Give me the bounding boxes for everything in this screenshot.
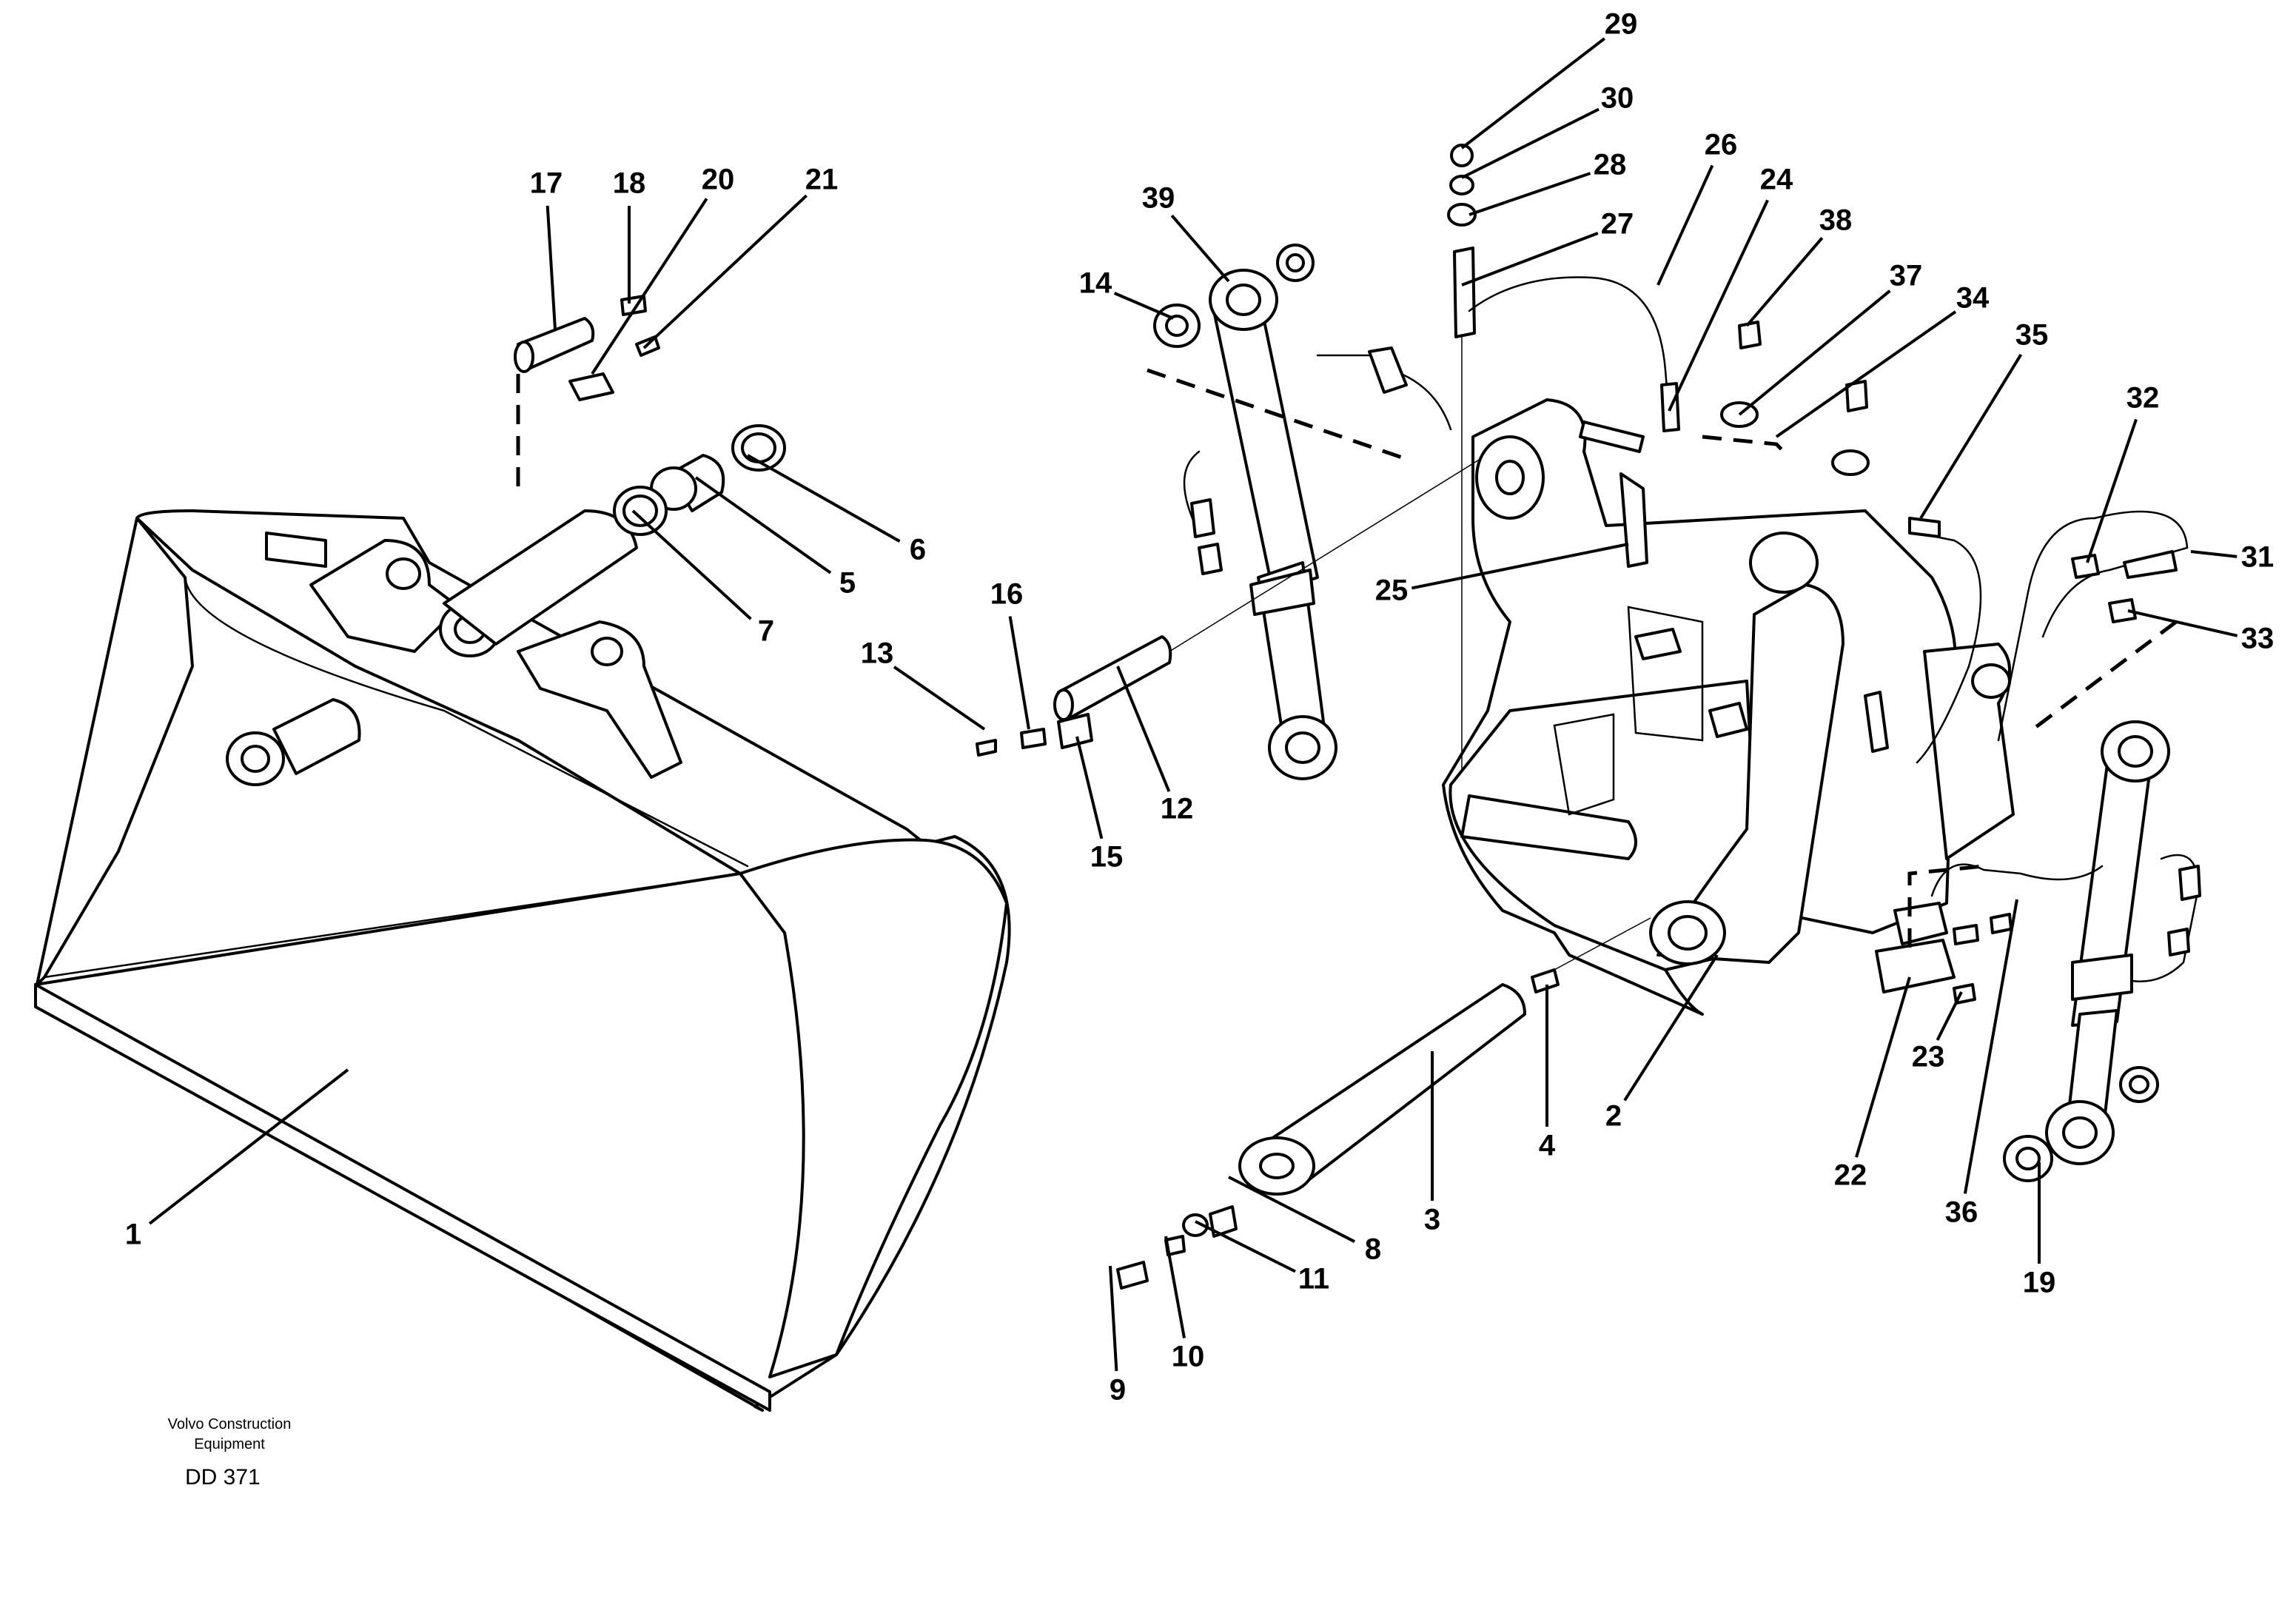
leader-line-6 — [747, 454, 901, 543]
callout-1: 1 — [125, 1219, 141, 1251]
callout-9: 9 — [1110, 1374, 1126, 1407]
leader-line-10 — [1164, 1236, 1186, 1338]
leader-line-31 — [2190, 550, 2238, 558]
bucket — [34, 509, 1011, 1412]
callout-32: 32 — [2127, 382, 2160, 415]
leader-line-23 — [1936, 991, 1963, 1041]
company-name-line2: Equipment — [194, 1436, 265, 1452]
bushing-set-5-6-7 — [613, 424, 786, 536]
leader-line-39 — [1170, 214, 1230, 283]
callout-23: 23 — [1912, 1041, 1945, 1073]
footer-caption: Volvo Construction Equipment DD 371 — [168, 1416, 292, 1489]
callout-6: 6 — [910, 534, 926, 566]
leader-line-17 — [546, 205, 557, 330]
leader-line-20 — [591, 198, 708, 375]
leader-line-13 — [893, 666, 986, 731]
callout-33: 33 — [2241, 623, 2275, 655]
callout-21: 21 — [805, 164, 839, 196]
callout-16: 16 — [990, 578, 1024, 611]
callout-24: 24 — [1760, 164, 1793, 196]
callout-10: 10 — [1172, 1341, 1205, 1373]
callout-18: 18 — [613, 167, 646, 200]
leader-line-9 — [1109, 1265, 1118, 1372]
callout-37: 37 — [1890, 260, 1923, 292]
drawing-code: DD 371 — [185, 1465, 261, 1489]
leader-line-11 — [1195, 1220, 1296, 1273]
leader-line-5 — [694, 476, 832, 574]
callout-8: 8 — [1365, 1233, 1381, 1266]
leader-line-29 — [1460, 37, 1606, 150]
company-name-line1: Volvo Construction — [168, 1416, 292, 1432]
leader-line-35 — [1919, 353, 2023, 520]
leader-line-36 — [1963, 899, 2018, 1194]
callout-30: 30 — [1601, 82, 1634, 115]
callout-17: 17 — [530, 167, 563, 200]
leader-line-33 — [2127, 609, 2238, 637]
callout-leader-lines — [148, 37, 2238, 1372]
callout-25: 25 — [1375, 574, 1409, 607]
callout-3: 3 — [1424, 1204, 1440, 1236]
callout-35: 35 — [2015, 319, 2049, 352]
leader-line-21 — [642, 194, 808, 349]
leader-line-16 — [1008, 616, 1030, 730]
leader-line-2 — [1623, 954, 1719, 1102]
callout-12: 12 — [1161, 793, 1194, 825]
leader-line-26 — [1656, 164, 1714, 286]
leader-line-15 — [1075, 736, 1104, 839]
leader-line-37 — [1738, 289, 1891, 416]
callout-38: 38 — [1819, 204, 1853, 237]
leader-line-32 — [2086, 418, 2138, 563]
leader-line-28 — [1468, 172, 1591, 216]
leader-line-8 — [1228, 1176, 1356, 1243]
leader-line-7 — [631, 509, 752, 620]
callout-31: 31 — [2241, 541, 2275, 574]
leader-line-38 — [1745, 236, 1824, 327]
leader-line-34 — [1775, 310, 1957, 438]
callout-22: 22 — [1834, 1159, 1867, 1192]
quick-coupler — [1442, 398, 2015, 1016]
callout-19: 19 — [2023, 1267, 2056, 1299]
callout-36: 36 — [1945, 1196, 1978, 1229]
pin-12 — [976, 458, 1481, 757]
leader-line-22 — [1855, 976, 1911, 1158]
hydraulic-cylinder-right — [2003, 620, 2178, 1182]
callout-5: 5 — [839, 567, 856, 600]
pin-17-assembly — [514, 295, 660, 489]
callout-11: 11 — [1298, 1263, 1329, 1296]
callout-28: 28 — [1594, 149, 1627, 181]
callout-4: 4 — [1539, 1130, 1556, 1162]
callout-14: 14 — [1079, 267, 1112, 300]
callout-2: 2 — [1605, 1100, 1622, 1133]
leader-line-1 — [148, 1068, 349, 1225]
pin-3 — [1116, 917, 1651, 1290]
leader-line-30 — [1461, 107, 1600, 179]
callout-39: 39 — [1142, 182, 1175, 215]
callout-20: 20 — [702, 164, 735, 196]
callout-26: 26 — [1705, 129, 1738, 161]
callout-13: 13 — [861, 637, 894, 670]
callout-34: 34 — [1956, 282, 1990, 315]
leader-line-24 — [1668, 199, 1769, 412]
callout-29: 29 — [1605, 8, 1638, 41]
leader-line-12 — [1116, 666, 1171, 792]
hydraulic-cylinder-39 — [1147, 244, 1407, 780]
callout-7: 7 — [758, 615, 774, 648]
callout-27: 27 — [1601, 208, 1634, 241]
callout-15: 15 — [1090, 841, 1124, 874]
leader-line-27 — [1461, 232, 1599, 286]
leader-line-14 — [1113, 292, 1174, 320]
leader-line-25 — [1411, 543, 1629, 590]
